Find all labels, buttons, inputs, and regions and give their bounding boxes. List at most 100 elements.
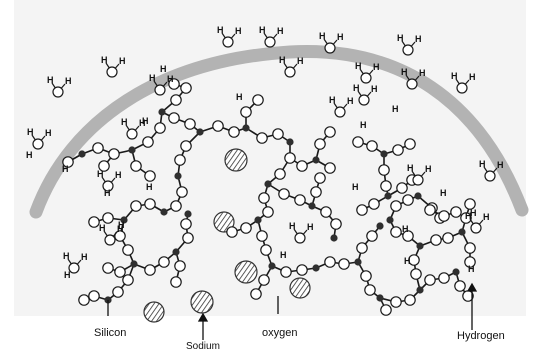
oxygen-atom [310,186,322,198]
hydrogen-atom-symbol: H [139,118,146,128]
silicon-atom [254,216,262,224]
silicon-atom [286,138,294,146]
oxygen-atom [412,174,424,186]
oxygen-atom [222,36,234,48]
silicon-atom [120,216,128,224]
hydrogen-atom-symbol: H [99,223,106,233]
hydrogen-atom-symbol: H [347,96,354,106]
hydrogen-atom-symbol: H [360,120,367,130]
sodium-ion [234,260,258,284]
oxygen-atom [356,204,368,216]
oxygen-atom [92,142,104,154]
membrane-band [29,45,529,219]
hydrogen-atom-symbol: H [440,188,447,198]
hydrogen-atom-symbol: H [119,56,126,66]
silicon-atom [312,264,320,272]
oxygen-atom [170,276,182,288]
hydrogen-atom-symbol: H [392,104,399,114]
oxygen-atom [364,284,376,296]
oxygen-atom [122,244,134,256]
oxygen-atom [460,212,472,224]
oxygen-atom [144,264,156,276]
hydrogen-atom-symbol: H [371,84,378,94]
oxygen-atom [240,222,252,234]
hydrogen-atom-symbol: H [479,159,486,169]
silicon-atom [174,172,182,180]
hydrogen-atom-symbol: H [63,251,70,261]
silicon-atom [78,150,86,158]
hydrogen-atom-symbol: H [401,67,408,77]
oxygen-atom [366,140,378,152]
oxygen-atom [108,148,120,160]
hydrogen-atom-symbol: H [468,264,475,274]
sodium-ion-layer [143,148,311,323]
oxygen-atom [380,304,392,316]
oxygen-atom [168,78,180,90]
hydrogen-atom-symbol: H [45,128,52,138]
sodium-pointer-arrowhead [197,312,209,322]
oxygen-atom [314,172,326,184]
oxygen-atom [454,280,466,292]
oxygen-atom [402,230,414,242]
hydrogen-atom-symbol: H [146,182,153,192]
silicon-atom [376,222,384,230]
hydrogen-atom-symbol: H [469,72,476,82]
oxygen-label: oxygen [262,327,298,339]
oxygen-atom [258,192,270,204]
hydrogen-atom-symbol: H [97,169,104,179]
sodium-ion [224,148,248,172]
hydrogen-atom-symbol: H [104,188,111,198]
oxygen-atom [130,160,142,172]
oxygen-atom [144,198,156,210]
oxygen-atom [324,256,336,268]
hydrogen-atom-symbol: H [419,68,426,78]
silicon-atom [452,268,460,276]
hydrogen-atom-symbol: H [47,75,54,85]
oxygen-atom [144,170,156,182]
hydrogen-atom-symbol: H [404,256,411,266]
oxygen-atom [380,180,392,192]
oxygen-atom [212,120,224,132]
oxygen-atom [88,290,100,302]
oxygen-atom [406,78,418,90]
hydrogen-atom-symbol: H [497,160,504,170]
oxygen-atom [314,138,326,150]
hydrogen-atom-symbol: H [149,73,156,83]
oxygen-atom [320,206,332,218]
hydrogen-atom-symbol: H [235,26,242,36]
hydrogen-atom-symbol: H [64,270,71,280]
oxygen-atom [180,218,192,230]
silicon-atom [196,128,204,136]
oxygen-atom [158,256,170,268]
hydrogen-atom-symbol: H [307,222,314,232]
silicon-atom [128,146,136,154]
oxygen-atom [404,294,416,306]
hydrogen-atom-symbol: H [483,212,490,222]
oxygen-atom [102,180,114,192]
hydrogen-atom-symbol: H [355,61,362,71]
hydrogen-atom-symbol: H [26,150,33,160]
silicon-atom [242,124,250,132]
silicon-atom [354,258,362,266]
hydrogen-atom-symbol: H [27,127,34,137]
oxygen-atom [260,244,272,256]
hydrogen-atom-symbol: H [397,33,404,43]
silicon-atom [268,262,276,270]
hydrogen-atom-symbol: H [279,55,286,65]
oxygen-atom [102,262,114,274]
oxygen-atom [378,164,390,176]
hydrogen-atom-symbol: H [121,117,128,127]
oxygen-atom [392,144,404,156]
oxygen-atom [142,136,154,148]
